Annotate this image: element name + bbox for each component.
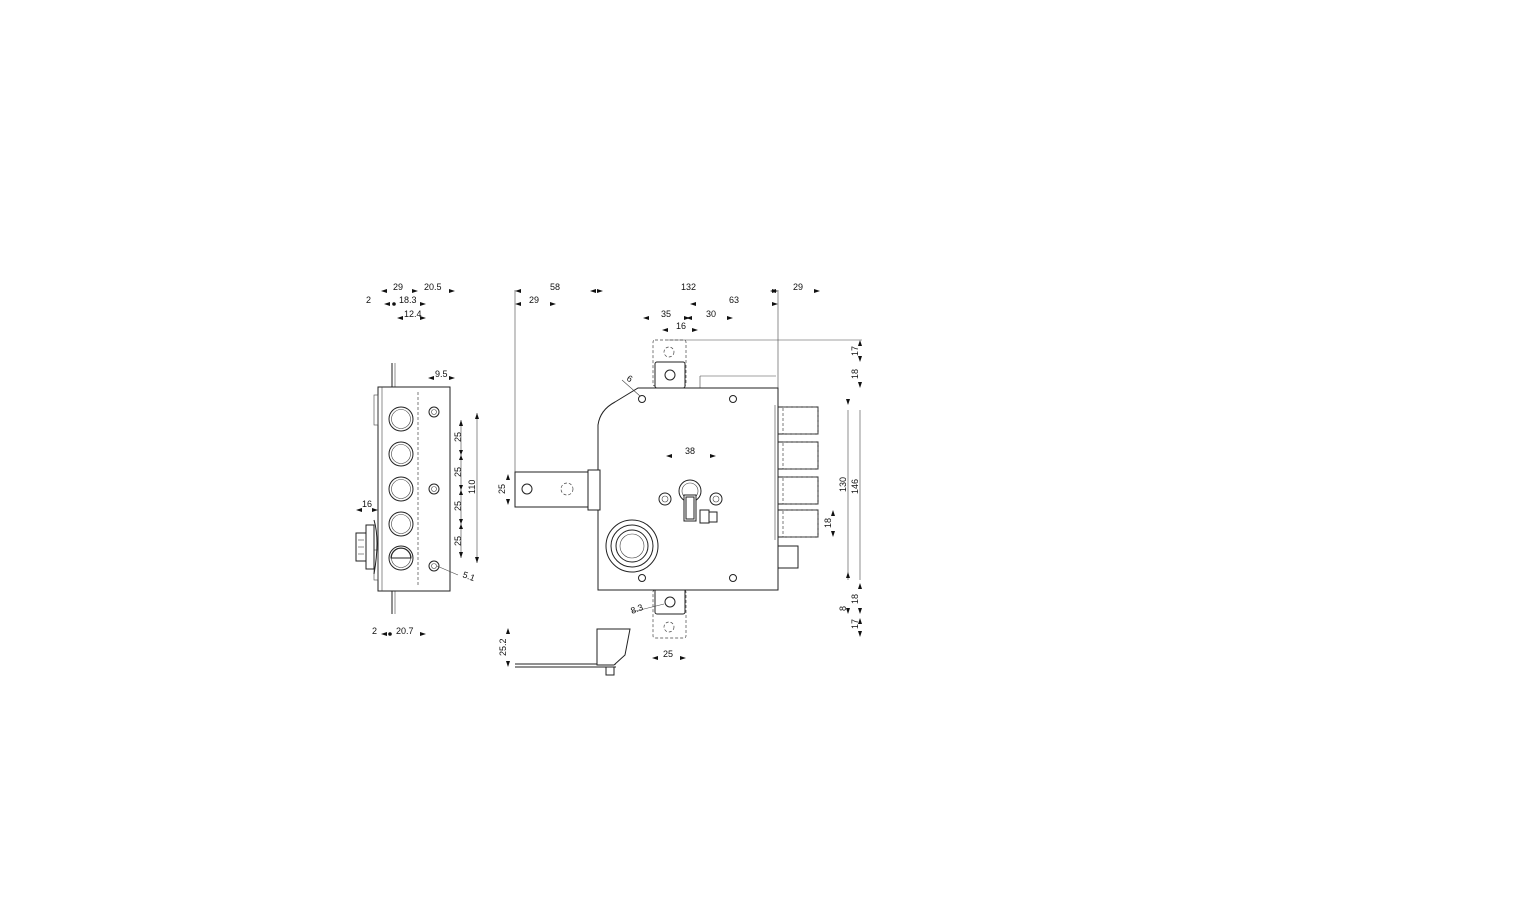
dim-front-30: 30: [706, 309, 716, 319]
bolts: [774, 405, 819, 569]
dim-front-17-top: 17: [850, 346, 860, 356]
front-view: 58 132 29 29 63 35 30 16 17 18 6 38 25 1…: [497, 282, 862, 676]
dim-front-18-top: 18: [850, 369, 860, 379]
dim-front-63: 63: [729, 295, 739, 305]
dim-side-20-5: 20.5: [424, 282, 442, 292]
dim-front-29-right: 29: [793, 282, 803, 292]
dim-front-146: 146: [850, 479, 860, 494]
dim-side-5-1: 5.1: [461, 569, 476, 583]
dim-side-20-7: 20.7: [396, 626, 414, 636]
dim-front-35: 35: [661, 309, 671, 319]
dim-side-16: 16: [362, 499, 372, 509]
dim-front-8: 8: [838, 606, 848, 611]
dim-front-58: 58: [550, 282, 560, 292]
dim-front-18-bottom: 18: [850, 594, 860, 604]
dim-side-18-3: 18.3: [399, 295, 417, 305]
dim-side-25-c: 25: [453, 501, 463, 511]
dim-front-29-left: 29: [529, 295, 539, 305]
dim-side-9-5: 9.5: [435, 369, 448, 379]
dim-side-29: 29: [393, 282, 403, 292]
dim-front-17-bottom: 17: [850, 619, 860, 629]
strike-plate: [515, 628, 631, 676]
bolt-circles: [388, 406, 414, 571]
lock-case: [597, 387, 779, 591]
dim-front-132: 132: [681, 282, 696, 292]
dim-front-25-tab: 25: [497, 484, 507, 494]
dim-side-110: 110: [467, 480, 477, 494]
dim-front-18-bolt: 18: [823, 518, 833, 528]
dim-side-25-b: 25: [453, 467, 463, 477]
dim-side-bottom-2: 2: [372, 626, 377, 636]
side-view: 29 20.5 2 18.3 12.4 9.5 25 25 25 25 110 …: [355, 282, 479, 636]
knob: [355, 519, 378, 575]
cylinder: [605, 519, 659, 573]
dim-front-6: 6: [625, 373, 634, 384]
dim-front-25-bottom: 25: [663, 649, 673, 659]
dim-front-130: 130: [838, 477, 848, 492]
dim-front-8-3: 8.3: [629, 602, 644, 616]
dim-front-16: 16: [676, 321, 686, 331]
dim-side-25-d: 25: [453, 536, 463, 546]
dim-side-25-a: 25: [453, 432, 463, 442]
dim-side-2: 2: [366, 295, 371, 305]
dim-front-38: 38: [685, 446, 695, 456]
keyhole: [678, 479, 718, 524]
dim-front-25-2: 25.2: [498, 638, 508, 656]
dim-side-12-4: 12.4: [404, 309, 422, 319]
